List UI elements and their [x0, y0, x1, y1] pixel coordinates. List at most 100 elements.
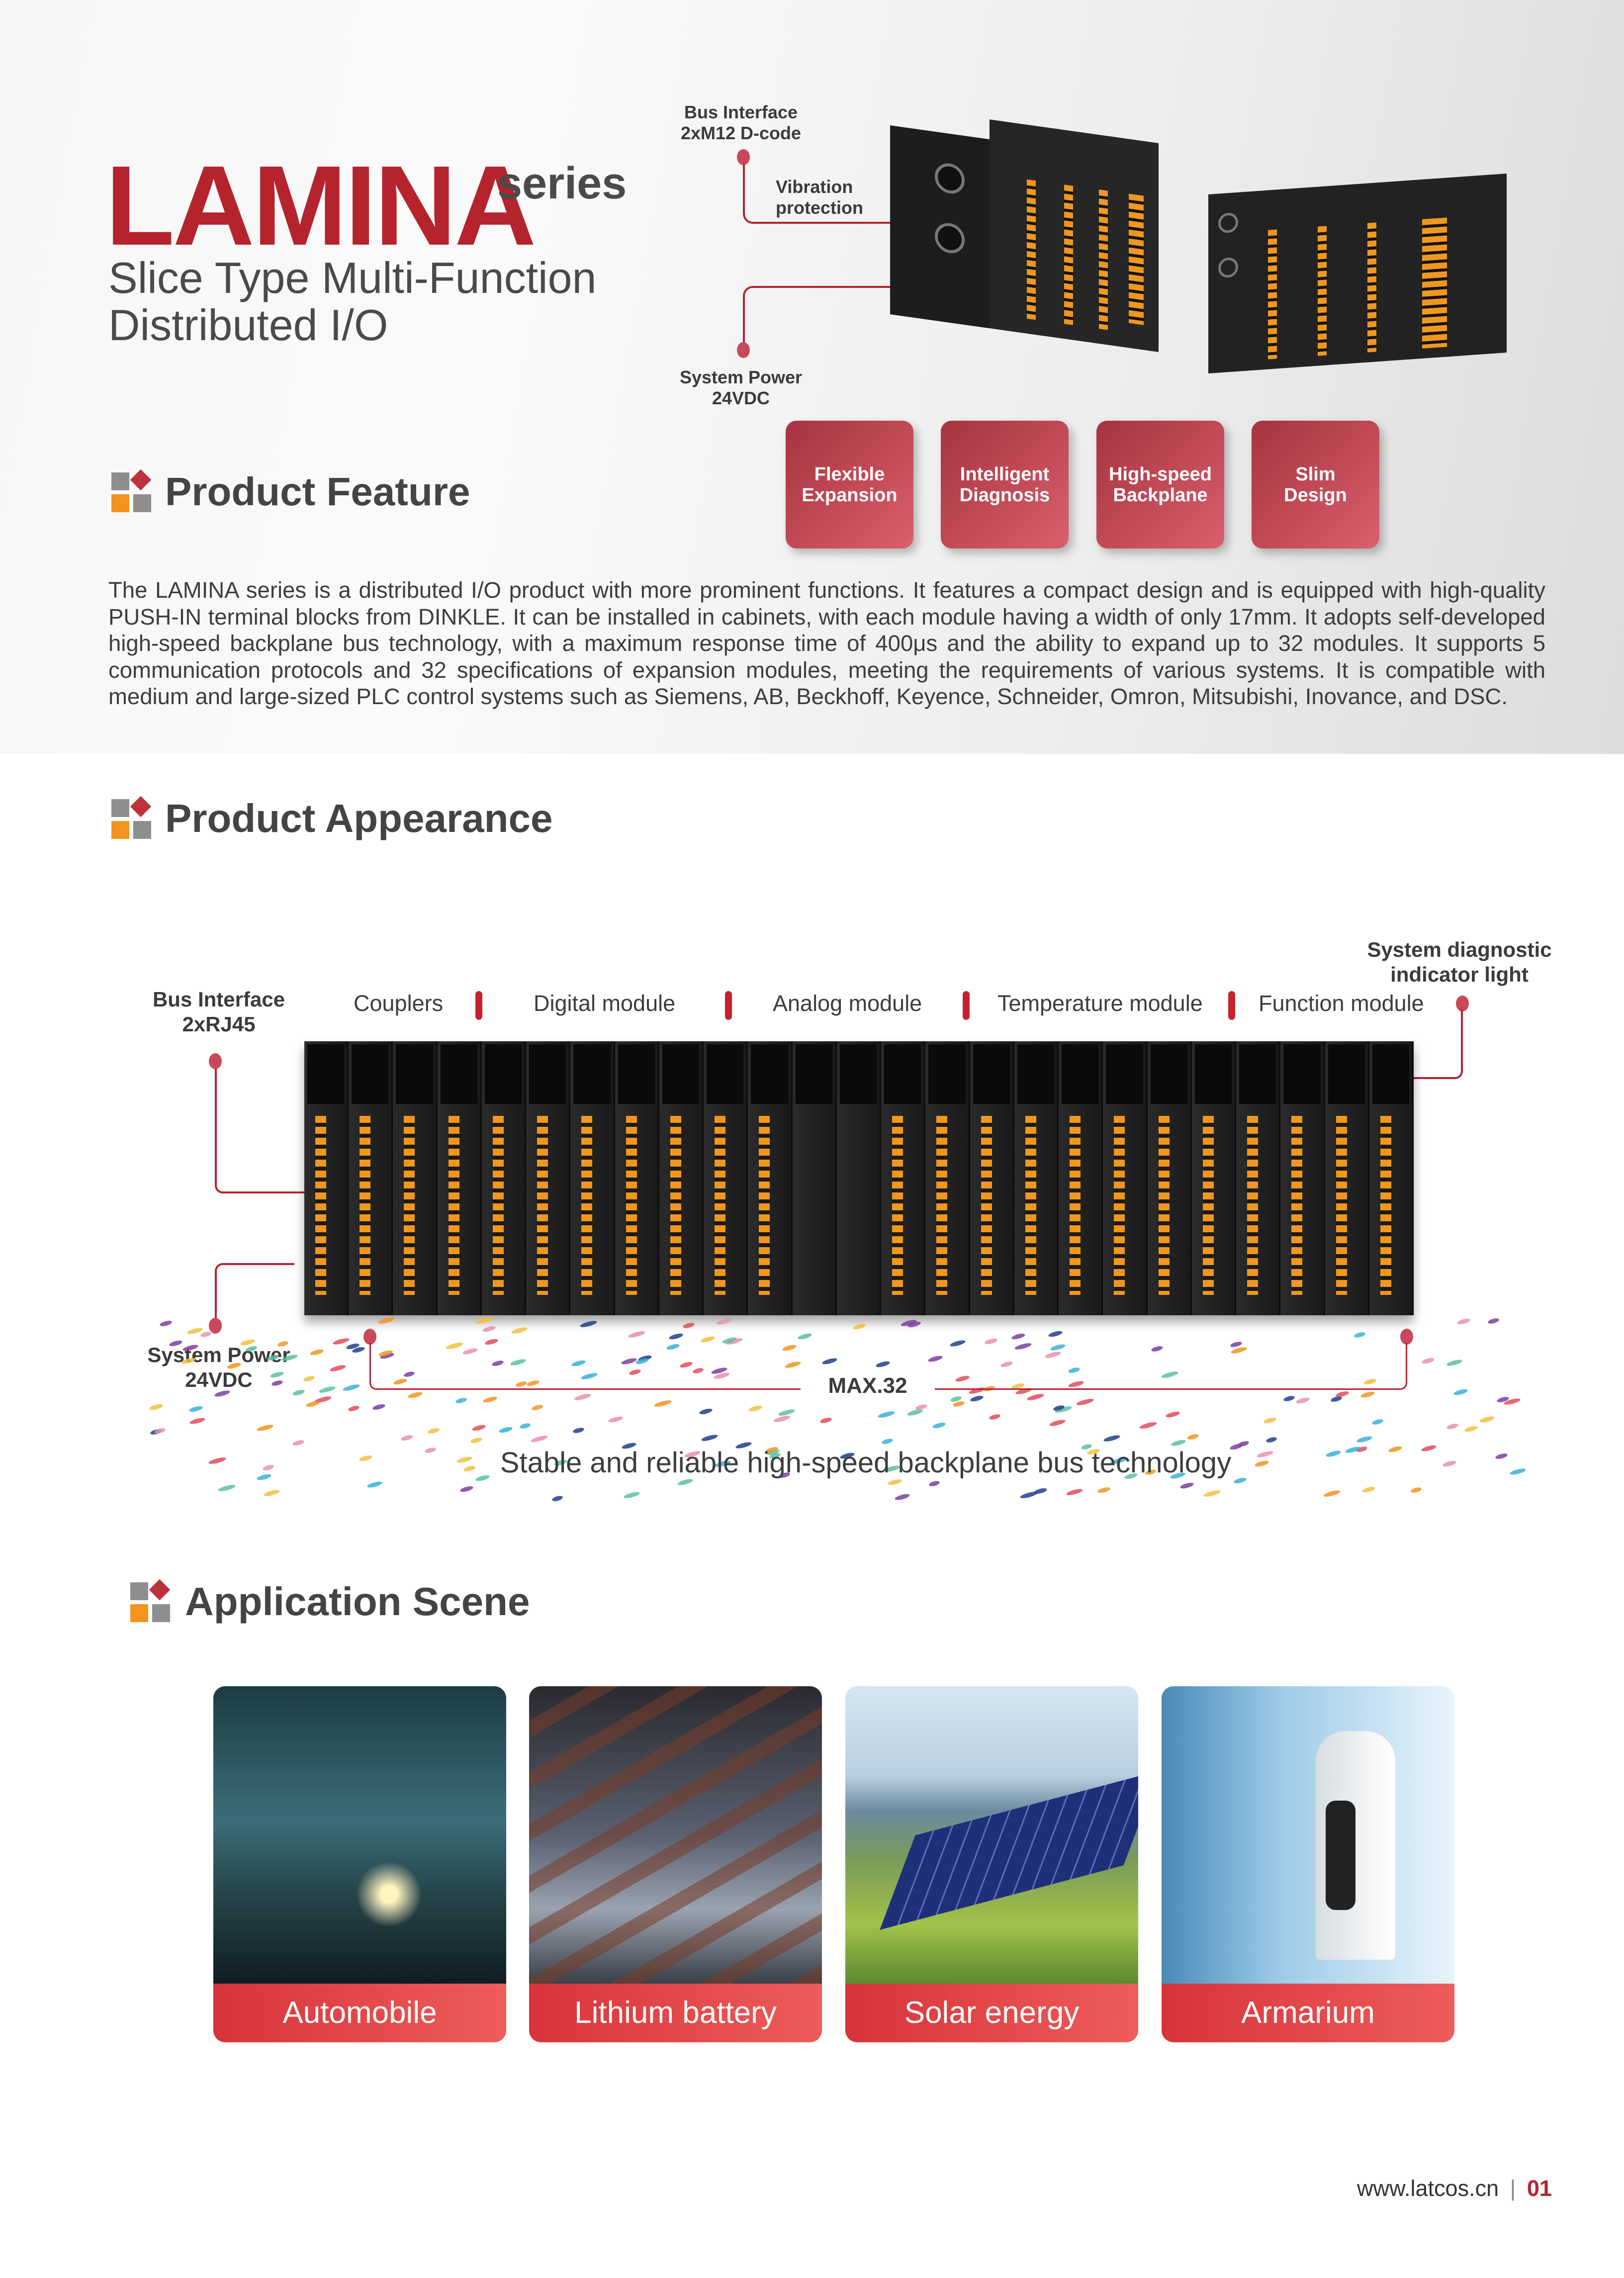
tagline: Stable and reliable high-speed backplane… [500, 1447, 1232, 1479]
io-module [659, 1041, 704, 1315]
io-module [704, 1041, 748, 1315]
scene-card-lithium-battery: Lithium battery [529, 1686, 822, 2042]
decor-dot [352, 1346, 365, 1354]
decor-dot [305, 1400, 321, 1408]
decor-dot [1054, 1405, 1072, 1414]
callout-dot [209, 1318, 222, 1334]
callout-dot [209, 1053, 222, 1069]
callout-text: System diagnostic [1367, 938, 1552, 961]
category-separator [725, 991, 732, 1020]
feature-text: Backplane [1113, 484, 1208, 506]
bracket-dot [363, 1329, 376, 1345]
decor-dot [1139, 1421, 1157, 1430]
io-module [925, 1041, 970, 1315]
footer-divider: | [1510, 2176, 1516, 2201]
decor-dot [332, 1337, 350, 1346]
io-module [1191, 1041, 1237, 1315]
category-separator [1228, 991, 1235, 1020]
decor-dot [263, 1488, 280, 1497]
decor-dot [952, 1400, 965, 1408]
decor-dot [1011, 1332, 1026, 1341]
decor-dot [1076, 1397, 1094, 1407]
callout-text: Bus Interface [152, 988, 285, 1011]
io-module [881, 1041, 926, 1315]
decor-dot [608, 1415, 624, 1424]
callout-text: 2xRJ45 [182, 1012, 256, 1036]
io-module [1147, 1041, 1192, 1315]
decor-dot [471, 1424, 486, 1432]
callout-line [743, 286, 1001, 346]
solar-energy-photo [845, 1686, 1138, 1984]
decor-dot [318, 1385, 336, 1394]
section-icon [130, 1579, 171, 1622]
decor-dot [1052, 1404, 1065, 1412]
decor-dot [329, 1364, 346, 1373]
decor-dot [1360, 1390, 1375, 1399]
decor-dot [1361, 1485, 1376, 1494]
feature-text: High-speed [1109, 463, 1212, 485]
website-link[interactable]: www.latcos.cn [1357, 2176, 1499, 2201]
decor-dot [623, 1490, 640, 1500]
decor-dot [1463, 1425, 1478, 1433]
feature-text: Flexible [814, 463, 885, 485]
callout-bus-interface: Bus Interface 2xM12 D-code [666, 102, 815, 144]
decor-dot [1103, 1434, 1121, 1443]
callout-text: System Power [679, 367, 803, 387]
decor-dot [154, 1427, 167, 1435]
page-number: 01 [1527, 2176, 1552, 2201]
decor-dot [778, 1408, 796, 1417]
io-module [570, 1041, 615, 1315]
decor-dot [900, 1318, 917, 1328]
decor-dot [217, 1483, 236, 1493]
callout-text: Bus Interface [684, 102, 798, 122]
decor-dot [748, 1404, 763, 1413]
lithium-battery-photo [529, 1686, 822, 1984]
decor-dot [701, 1433, 719, 1442]
category-separator [475, 991, 482, 1020]
scene-label: Armarium [1162, 1984, 1454, 2042]
decor-dot [907, 1320, 921, 1328]
feature-text: Design [1284, 484, 1347, 506]
io-module [1369, 1041, 1414, 1315]
io-module [1059, 1041, 1103, 1315]
decor-dot [894, 1493, 910, 1502]
decor-dot [653, 1399, 672, 1408]
decor-dot [1048, 1329, 1063, 1338]
decor-dot [668, 1332, 684, 1341]
io-module [615, 1041, 659, 1315]
decor-dot [773, 1414, 791, 1424]
decor-dot [1049, 1419, 1066, 1428]
io-module [1014, 1041, 1059, 1315]
decor-dot [371, 1403, 385, 1411]
decor-dot [459, 1485, 474, 1493]
callout-text: 24VDC [712, 388, 770, 408]
feature-text: Expansion [802, 484, 898, 506]
callout-diagnostic-light: System diagnostic indicator light [1343, 937, 1576, 987]
subtitle-line-1: Slice Type Multi-Function [108, 253, 597, 302]
io-module [526, 1041, 571, 1315]
decor-dot [1456, 1317, 1471, 1325]
decor-dot [519, 1422, 531, 1430]
bracket-dot [1400, 1329, 1413, 1345]
io-module [1103, 1041, 1148, 1315]
subtitle-line-2: Distributed I/O [108, 300, 388, 350]
callout-dot [737, 149, 750, 165]
category-temperature-module: Temperature module [997, 991, 1203, 1016]
decor-dot [1487, 1317, 1500, 1325]
decor-dot [989, 1413, 1001, 1421]
callout-text: System Power [147, 1343, 290, 1367]
decor-dot [1335, 1390, 1350, 1398]
decor-dot [1356, 1435, 1373, 1444]
callout-text: 2xM12 D-code [680, 123, 802, 143]
decor-dot [511, 1326, 528, 1335]
callout-line [1402, 1009, 1463, 1079]
decor-dot [915, 1403, 928, 1411]
decor-dot [932, 1422, 946, 1430]
callout-line [743, 164, 942, 224]
decor-dot [1453, 1388, 1468, 1396]
application-scene-heading: Application Scene [185, 1579, 530, 1624]
product-description: The LAMINA series is a distributed I/O p… [108, 577, 1545, 709]
decor-dot [530, 1434, 548, 1444]
